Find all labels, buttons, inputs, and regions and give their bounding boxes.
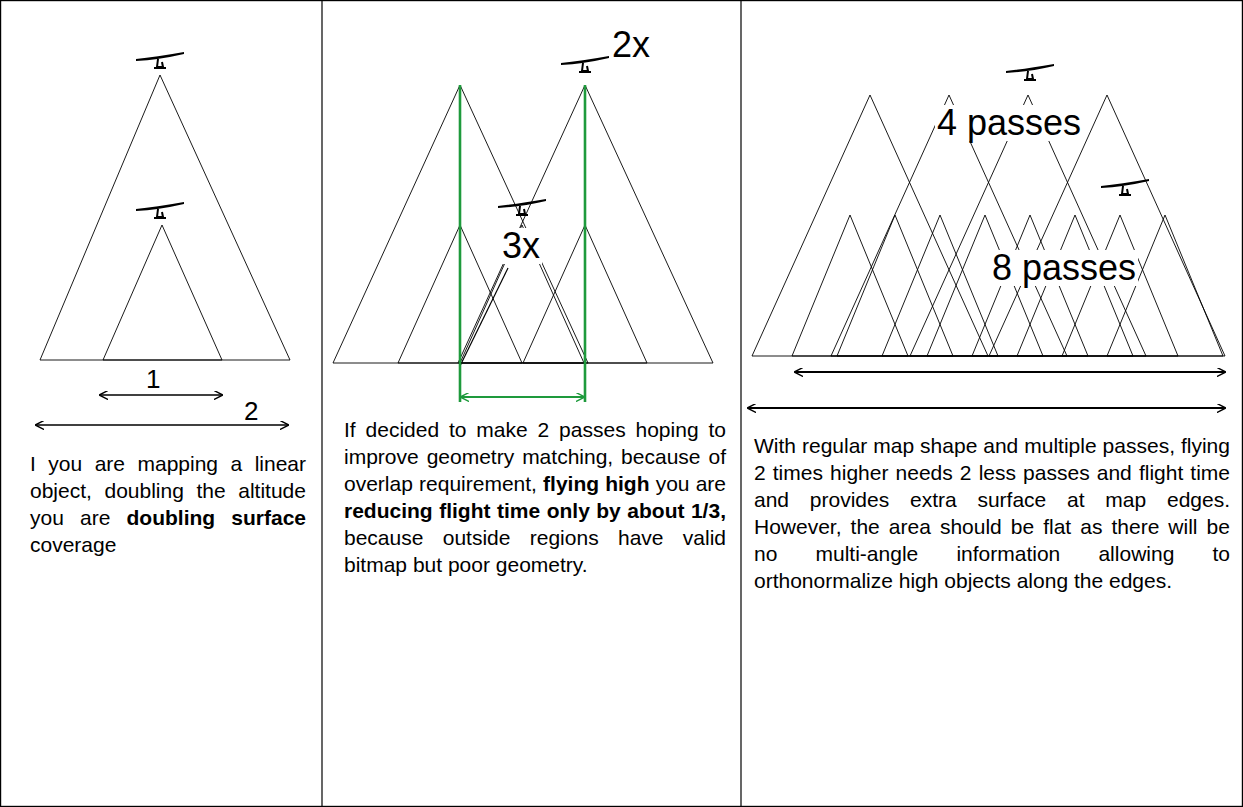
width-number: 1 [146, 366, 160, 392]
glider [498, 199, 546, 215]
glider [1006, 64, 1054, 80]
glider [561, 56, 609, 72]
overlap-markers [460, 85, 585, 402]
view-cones [752, 95, 1225, 356]
pass-count: 4 passes [935, 105, 1083, 141]
pass-count: 8 passes [990, 250, 1138, 286]
width-number: 2 [244, 398, 258, 424]
caption: If decided to make 2 passes hoping to im… [344, 416, 726, 578]
width-arrows [748, 372, 1225, 408]
caption: I you are mapping a linear object, doubl… [30, 450, 306, 558]
view-cones [333, 85, 713, 363]
pass-count: 3x [500, 228, 542, 264]
glider [136, 52, 184, 68]
view-cones [40, 75, 290, 360]
width-arrows [36, 395, 288, 425]
view-cone [910, 95, 1146, 356]
leader-line [460, 268, 508, 366]
caption: With regular map shape and multiple pass… [754, 432, 1230, 594]
glider [136, 202, 184, 218]
pass-count: 2x [612, 27, 650, 63]
glider [1101, 179, 1149, 195]
